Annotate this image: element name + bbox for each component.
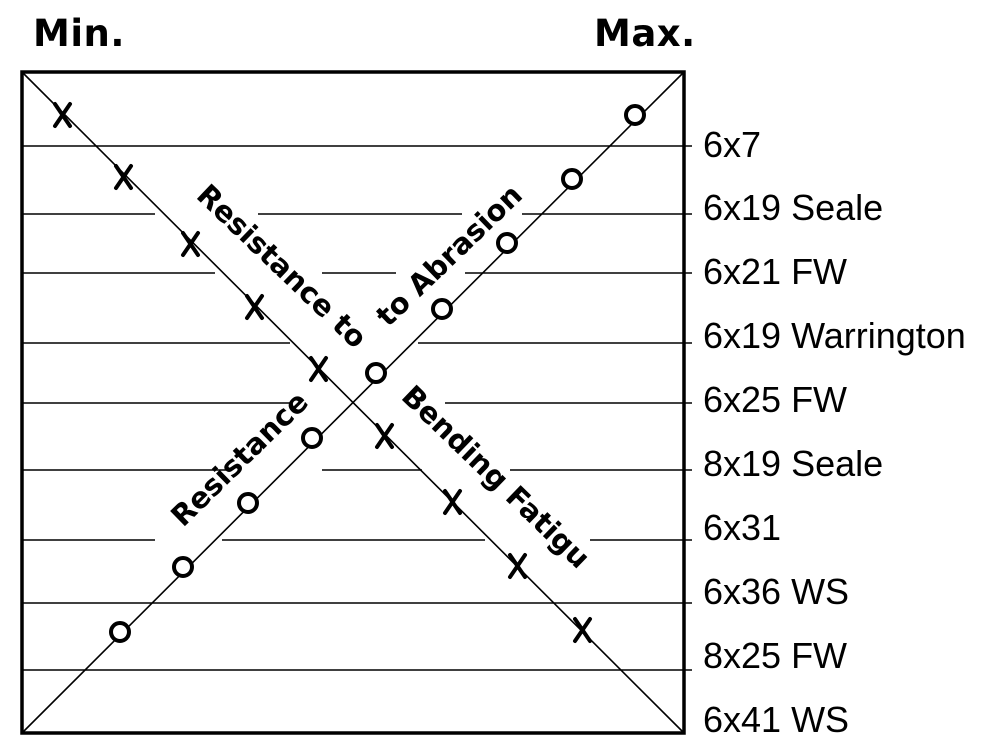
rope-label: 6x19 Seale [703,187,883,228]
x-marker [443,489,462,515]
o-marker [237,492,259,514]
o-marker [561,168,583,190]
max-label: Max. [594,12,696,55]
abrasion-label-lower: Resistance [164,385,315,533]
rope-label: 6x25 FW [703,379,847,420]
x-marker [114,164,133,190]
x-marker [181,231,200,257]
diagram-frame [20,70,686,735]
x-marker [245,294,264,320]
rope-label: 6x41 WS [703,699,849,740]
o-marker [365,362,387,384]
x-marker [53,102,72,128]
x-marker [309,356,328,382]
min-label: Min. [33,12,125,55]
rope-label: 8x25 FW [703,635,847,676]
rope-label: 6x19 Warrington [703,315,966,356]
o-marker [109,621,131,643]
bending-fatigue-markers [53,102,592,643]
rope-label: 6x31 [703,507,781,548]
x-marker [573,617,592,643]
rope-label: 6x21 FW [703,251,847,292]
o-marker [301,427,323,449]
o-marker [172,556,194,578]
x-marker [508,553,527,579]
rope-label: 8x19 Seale [703,443,883,484]
bending-label-upper: Resistance to [190,177,374,355]
rope-labels: 6x7 6x19 Seale 6x21 FW 6x19 Warrington 6… [703,124,966,740]
rope-label: 6x7 [703,124,761,165]
abrasion-markers [109,104,646,643]
o-marker [496,232,518,254]
o-marker [431,298,453,320]
x-marker [375,423,394,449]
o-marker [624,104,646,126]
rope-label: 6x36 WS [703,571,849,612]
row-dividers [22,145,692,671]
